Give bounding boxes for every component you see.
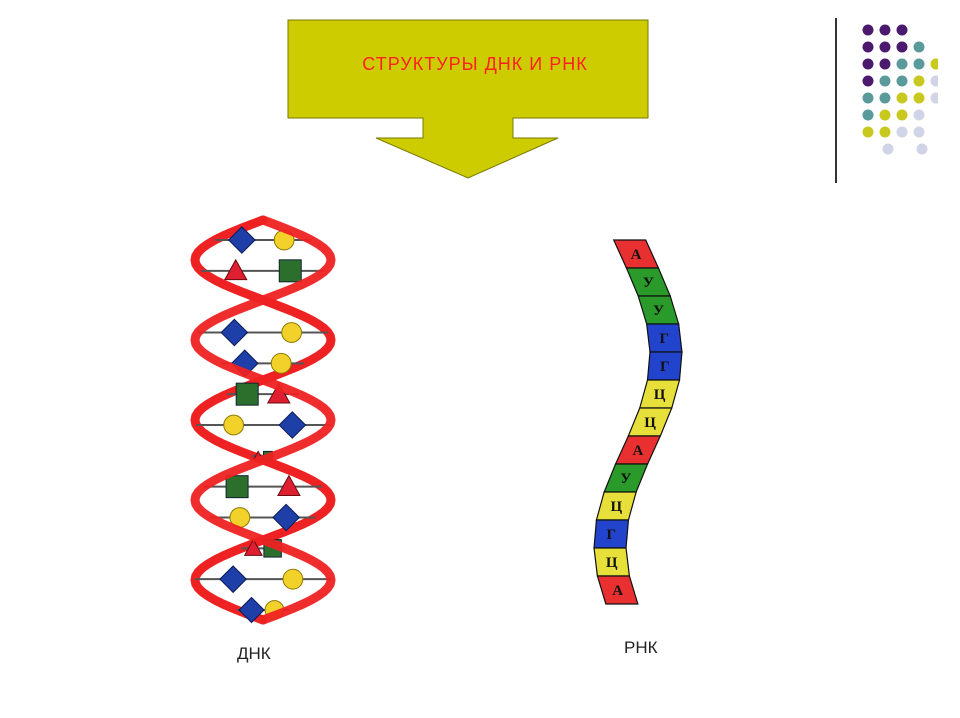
title-text: СТРУКТУРЫ ДНК И РНК [362,54,588,74]
decorative-dot [879,126,891,138]
nucleotide-circle [270,352,292,374]
nucleotide-diamond [272,503,301,532]
rna-nucleotide-letter: У [620,471,631,487]
decorative-dot [913,75,925,87]
decorative-dot [913,41,925,53]
nucleotide-circle [223,414,245,436]
decorative-dot [896,126,908,138]
dna-strand-front [190,215,336,625]
decorative-dot [862,92,874,104]
decorative-dot [896,109,908,121]
nucleotide-diamond [278,411,307,439]
title-arrow-polygon [287,19,649,179]
nucleotide-diamond [219,565,248,594]
decorative-dot [879,24,891,36]
rna-nucleotide-letter: Г [606,527,616,543]
decorative-dot [879,41,891,53]
decorative-dot [896,75,908,87]
rna-nucleotide-letter: Г [660,359,670,375]
decorative-dot [913,126,925,138]
nucleotide-triangle [277,474,301,496]
decorative-dot [896,41,908,53]
rna-nucleotide-letter: Ц [610,499,622,515]
decorative-dot [913,58,925,70]
nucleotide-square [278,259,302,283]
decorative-dot [879,58,891,70]
rna-nucleotide-letter: А [612,583,623,599]
decorative-dot [913,109,925,121]
nucleotide-square [225,475,249,499]
nucleotide-circle [282,568,304,590]
nucleotide-circle [281,322,303,343]
nucleotide-square [235,382,259,406]
rna-nucleotide-segment [596,575,639,605]
nucleotide-triangle [266,382,291,404]
decorative-dot [896,24,908,36]
title-arrow-shape [287,19,649,179]
rna-nucleotide-letter: Ц [654,387,666,403]
dna-label: ДНК [237,644,271,663]
decorative-dot [913,92,925,104]
decorative-dot [862,41,874,53]
rna-nucleotide-letter: У [643,275,654,291]
decorative-dot [862,24,874,36]
dna-helix [190,215,336,625]
decorative-dot [862,58,874,70]
nucleotide-diamond [238,596,265,624]
decorative-dot [862,75,874,87]
decorative-dot [896,92,908,104]
decorative-dot [879,75,891,87]
rna-nucleotide-letter: Г [660,331,670,347]
dna-strand-back [190,215,336,625]
decorative-dot [862,126,874,138]
decorative-dot [862,109,874,121]
decorative-dot [930,58,938,70]
decorative-dot [930,92,938,104]
decorative-dot [882,143,894,155]
decorative-dot [896,58,908,70]
rna-label: РНК [624,638,658,657]
rna-nucleotide-letter: А [631,247,642,263]
nucleotide-triangle [243,538,263,556]
rna-nucleotide-letter: А [633,443,644,459]
decorative-dot [916,143,928,155]
nucleotide-diamond [220,318,249,347]
nucleotide-diamond [227,226,256,254]
decorative-dot [879,92,891,104]
decorative-dot [930,75,938,87]
decorative-dot [879,109,891,121]
rna-nucleotide-letter: Ц [644,415,656,431]
rna-nucleotide-letter: У [653,303,664,319]
decorative-dot-grid [835,18,938,183]
nucleotide-triangle [223,258,248,281]
rna-nucleotide-letter: Ц [606,555,618,571]
